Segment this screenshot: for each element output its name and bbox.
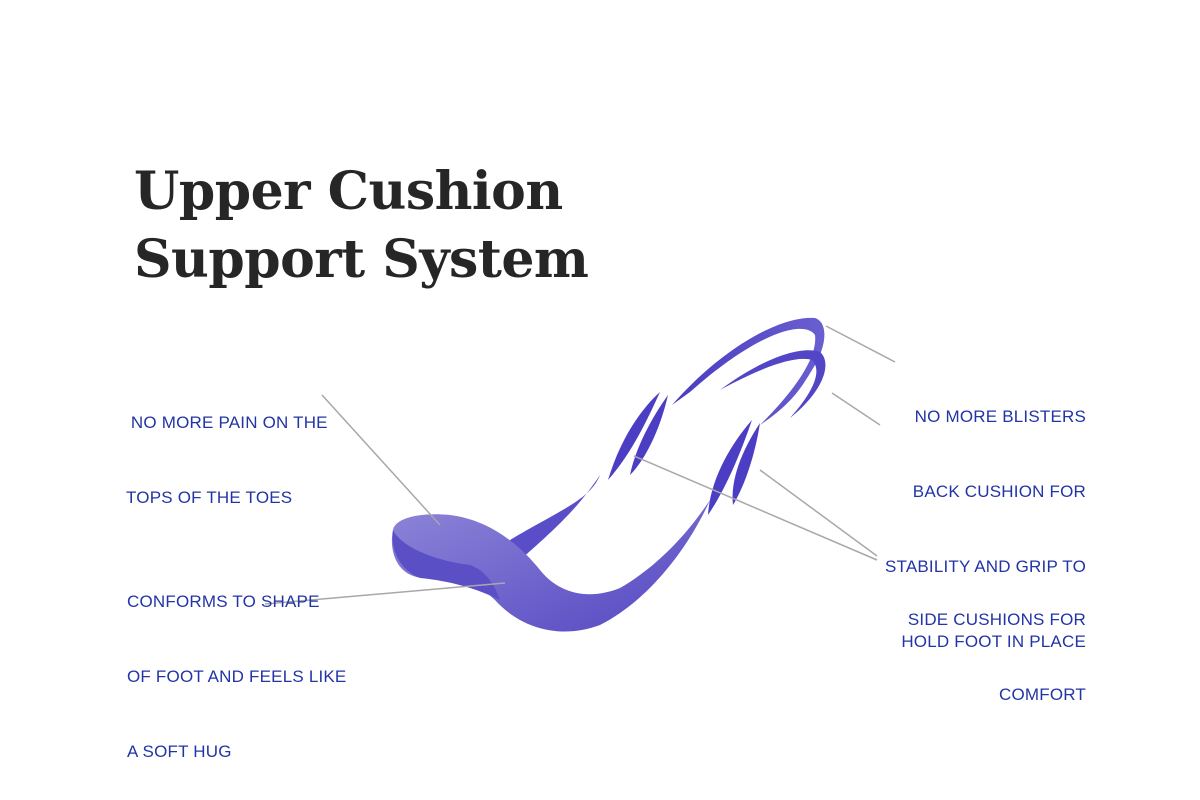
label-toes-line-1: NO MORE PAIN ON THE <box>126 413 328 432</box>
label-back-line-3: HOLD FOOT IN PLACE <box>901 632 1086 651</box>
side-cushion-left-2 <box>630 395 668 475</box>
label-back-cushion: BACK CUSHION FOR STABILITY AND GRIP TO H… <box>885 429 1086 704</box>
label-hug-line-2: OF FOOT AND FEELS LIKE <box>127 667 347 686</box>
label-side-line-1: SIDE CUSHIONS FOR <box>907 610 1086 629</box>
label-toes-line-2: TOPS OF THE TOES <box>126 488 293 507</box>
title-line-1: Upper Cushion <box>134 161 563 222</box>
side-cushion-right-2 <box>732 423 760 505</box>
label-hug-line-3: A SOFT HUG <box>127 742 232 761</box>
leader-line-back <box>831 392 881 426</box>
label-back-line-2: STABILITY AND GRIP TO <box>884 557 1086 576</box>
label-hug-line-1: CONFORMS TO SHAPE <box>127 592 320 611</box>
label-toes: NO MORE PAIN ON THE TOPS OF THE TOES <box>126 360 328 560</box>
label-back-line-1: BACK CUSHION FOR <box>912 482 1086 501</box>
leader-line-side-2 <box>759 469 878 557</box>
label-hug: CONFORMS TO SHAPE OF FOOT AND FEELS LIKE… <box>127 539 346 800</box>
side-cushion-right-1 <box>708 420 752 515</box>
side-cushion-left-1 <box>608 392 660 480</box>
label-side-line-2: COMFORT <box>998 685 1086 704</box>
back-cushion-inner <box>720 350 826 418</box>
label-blisters-line-1: NO MORE BLISTERS <box>914 407 1086 426</box>
toe-cushion-inner <box>392 530 500 600</box>
toe-cushion-back-strand <box>510 475 600 560</box>
toe-cushion <box>391 500 710 632</box>
label-blisters: NO MORE BLISTERS <box>915 354 1086 479</box>
label-side-cushions: SIDE CUSHIONS FOR COMFORT <box>908 557 1086 757</box>
leader-line-blisters <box>825 325 896 363</box>
leader-line-hug <box>264 582 506 605</box>
leader-line-side-1 <box>633 455 878 561</box>
back-cushion-outer <box>672 317 825 425</box>
leader-line-toes <box>321 394 441 526</box>
title-line-2: Support System <box>134 229 589 290</box>
diagram-title: Upper Cushion Support System <box>134 158 589 294</box>
